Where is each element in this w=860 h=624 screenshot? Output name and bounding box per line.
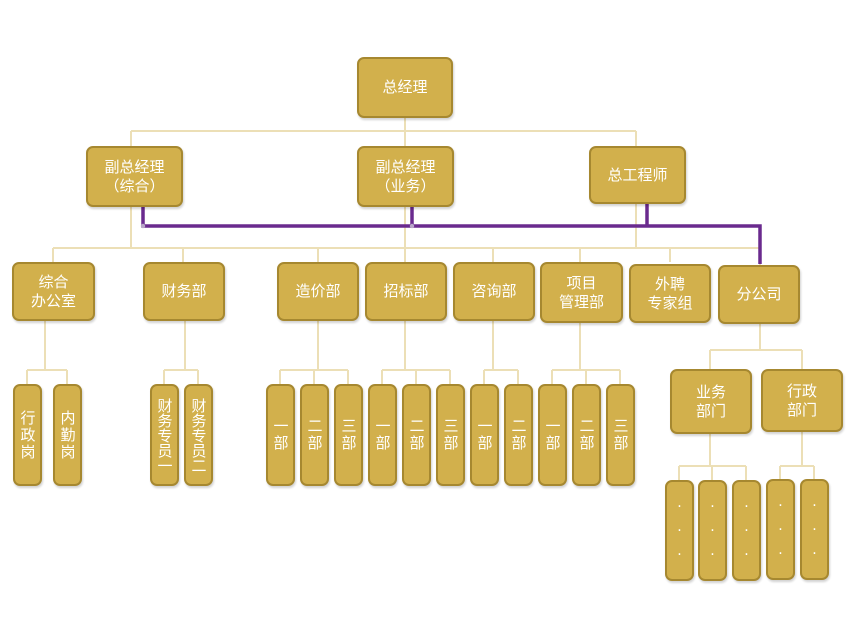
node-cost-unit-1: 一部 <box>266 384 295 486</box>
node-clerical-post: 内勤岗 <box>53 384 82 486</box>
node-project-mgmt-dept: 项目 管理部 <box>540 262 623 323</box>
node-cost-dept: 造价部 <box>277 262 359 321</box>
node-bidding-unit-2: 二部 <box>402 384 431 486</box>
node-finance-specialist-2: 财务专员二 <box>184 384 213 486</box>
node-admin-division: 行政 部门 <box>761 369 843 432</box>
node-general-manager: 总经理 <box>357 57 453 118</box>
node-project-unit-3: 三部 <box>606 384 635 486</box>
node-deputy-gm-general: 副总经理 （综合） <box>86 146 183 207</box>
node-admin-unit-2: ... <box>800 479 829 580</box>
node-deputy-gm-business: 副总经理 （业务） <box>357 146 454 207</box>
node-project-unit-1: 一部 <box>538 384 567 486</box>
node-project-unit-2: 二部 <box>572 384 601 486</box>
node-business-unit-1: ... <box>665 480 694 581</box>
node-admin-unit-1: ... <box>766 479 795 580</box>
node-business-unit-2: ... <box>698 480 727 581</box>
node-branch-company: 分公司 <box>718 265 800 324</box>
node-bidding-unit-1: 一部 <box>368 384 397 486</box>
node-chief-engineer: 总工程师 <box>589 146 686 204</box>
node-admin-post: 行政岗 <box>13 384 42 486</box>
node-consulting-unit-1: 一部 <box>470 384 499 486</box>
node-consulting-unit-2: 二部 <box>504 384 533 486</box>
node-consulting-dept: 咨询部 <box>453 262 535 321</box>
node-bidding-dept: 招标部 <box>365 262 447 321</box>
node-business-unit-3: ... <box>732 480 761 581</box>
node-finance-specialist-1: 财务专员一 <box>150 384 179 486</box>
node-bidding-unit-3: 三部 <box>436 384 465 486</box>
node-business-division: 业务 部门 <box>670 369 752 434</box>
node-external-experts: 外聘 专家组 <box>629 264 711 323</box>
node-general-office: 综合 办公室 <box>12 262 95 321</box>
node-finance-dept: 财务部 <box>143 262 225 321</box>
node-cost-unit-2: 二部 <box>300 384 329 486</box>
node-cost-unit-3: 三部 <box>334 384 363 486</box>
